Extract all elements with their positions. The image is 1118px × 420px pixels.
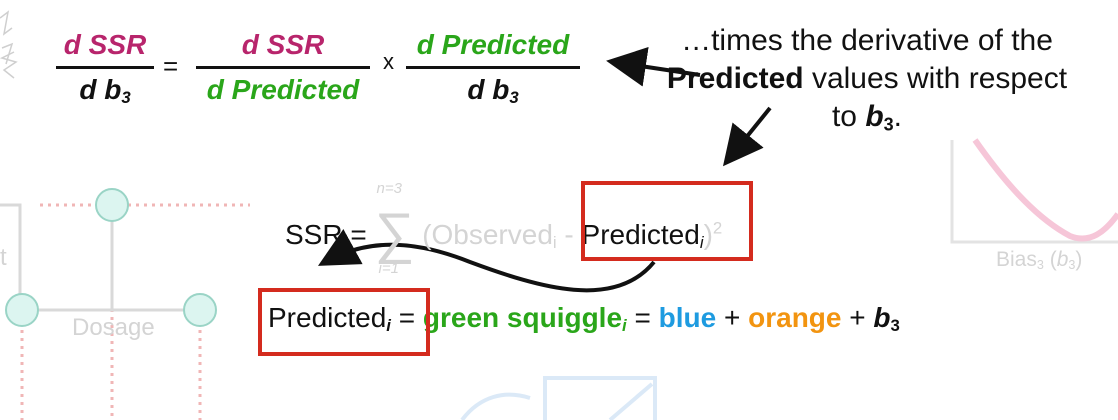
fraction-bar [196, 66, 370, 69]
arrow-to-predicted [722, 106, 772, 167]
arrow-to-formula [606, 47, 701, 87]
predicted-term: Predictedi [581, 219, 704, 253]
node-circle [95, 188, 129, 222]
curved-arrow [317, 229, 656, 293]
fraction-bar [406, 66, 580, 69]
node-circle [5, 293, 39, 327]
predicted-highlight-box-bottom [258, 288, 430, 356]
derivative-note: …times the derivative of the Predicted v… [666, 24, 1068, 135]
lhs-numerator: d SSR [63, 29, 147, 60]
lhs-denominator: d b3 [79, 74, 131, 108]
mid-denominator: d Predicted [206, 74, 360, 105]
observed-term: (Observedi - [422, 219, 582, 253]
lhs-fraction: d SSR d b3 [56, 28, 154, 115]
mid-numerator: d SSR [241, 29, 325, 60]
predicted-equation: Predictedi = green squigglei = blue + or… [268, 302, 900, 336]
predicted-highlight-box-top [581, 181, 753, 261]
dosage-label: Dosage [72, 314, 155, 341]
node-circle [183, 293, 217, 327]
sum-upper-limit: n=3 [376, 180, 402, 197]
rhs-fraction: d Predicted d b3 [406, 28, 580, 115]
rhs-denominator: d b3 [467, 74, 519, 108]
sum-symbol: ∑ n=3 i=1 [374, 180, 415, 277]
mid-fraction: d SSR d Predicted [196, 28, 370, 107]
rhs-numerator: d Predicted [416, 29, 570, 60]
equals-sign: = [163, 51, 179, 81]
ssr-equation: SSR = ∑ n=3 i=1 (Observedi - Predictedi)… [285, 180, 723, 277]
axis-letter: t [0, 244, 7, 271]
times-sign: x [383, 49, 394, 74]
fraction-bar [56, 66, 154, 69]
sum-lower-limit: i=1 [378, 260, 399, 277]
bias-axis-label: Bias3 (b3) [996, 248, 1083, 273]
